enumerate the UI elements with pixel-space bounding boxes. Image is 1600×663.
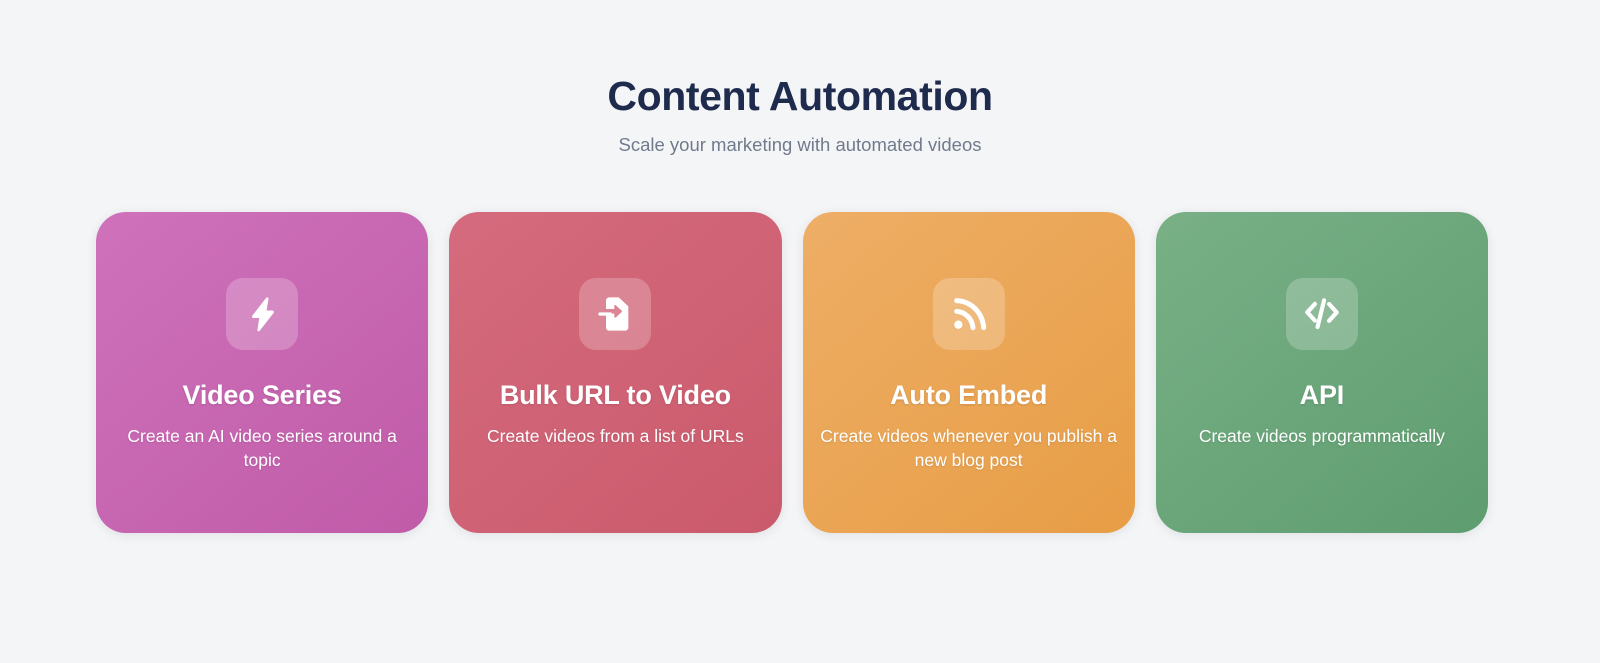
card-description: Create an AI video series around a topic (127, 426, 397, 470)
card-description: Create videos programmatically (1198, 426, 1445, 447)
card-title: Auto Embed (890, 380, 1048, 410)
card-description: Create videos whenever you publish a new… (820, 426, 1117, 470)
page-header: Content Automation Scale your marketing … (0, 0, 1600, 157)
card-video-series[interactable]: Video Series Create an AI video series a… (96, 212, 429, 533)
document-import-icon (579, 278, 652, 350)
card-title: Video Series (182, 380, 342, 410)
page-subtitle: Scale your marketing with automated vide… (618, 133, 982, 155)
page-title: Content Automation (607, 73, 993, 119)
card-auto-embed[interactable]: Auto Embed Create videos whenever you pu… (802, 212, 1135, 533)
rss-feed-icon (932, 278, 1005, 350)
card-title: API (1299, 380, 1345, 410)
card-title: Bulk URL to Video (499, 380, 731, 410)
code-brackets-icon (1285, 278, 1358, 350)
card-bulk-url-to-video[interactable]: Bulk URL to Video Create videos from a l… (449, 212, 782, 533)
card-description: Create videos from a list of URLs (486, 426, 744, 447)
automation-card-grid: Video Series Create an AI video series a… (96, 212, 1488, 533)
card-api[interactable]: API Create videos programmatically (1155, 212, 1488, 533)
lightning-bolt-icon (226, 278, 299, 350)
